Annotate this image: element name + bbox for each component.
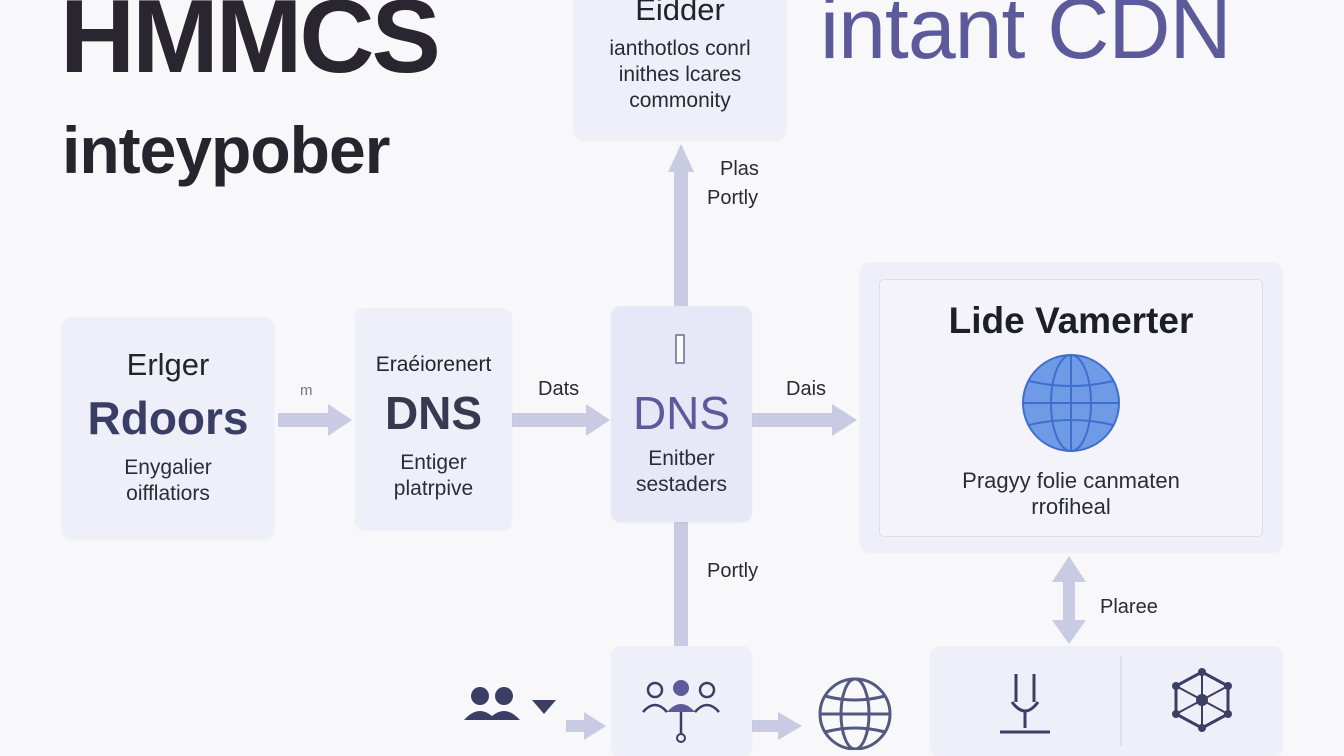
diagram-title-right: intant CDN: [820, 0, 1232, 77]
arrow-up-label-1: Plas: [720, 158, 759, 180]
arrow-up-label-2: Portly: [707, 187, 759, 209]
node-right[interactable]: Lide Vamerter Pragyy folie canmaten rrof…: [860, 262, 1282, 552]
node-left-heading: Erlger: [126, 347, 210, 382]
node-dns-2-line: sestaders: [635, 473, 728, 496]
arrow-dns-label: Dats: [538, 378, 580, 400]
node-dns-2-big: DNS: [632, 387, 731, 439]
arrow-right-vertical-label: Plaree: [1100, 596, 1158, 618]
node-dns-1[interactable]: Eraéiorenert DNS Entiger platrpive: [355, 308, 512, 530]
node-bottom-right[interactable]: [930, 646, 1283, 756]
doc-icon: [675, 334, 685, 364]
node-right-line: Pragyy folie canmaten: [962, 468, 1180, 493]
node-left-big: Rdoors: [87, 392, 249, 444]
node-dns-1-big: DNS: [384, 387, 483, 439]
node-dns-1-line: Entiger: [400, 451, 467, 474]
globe-outline-icon: [818, 677, 892, 750]
node-left-line: Enygalier: [124, 456, 212, 479]
line-down-connector: [674, 522, 688, 646]
node-right-body: Pragyy folie canmaten rrofiheal: [860, 468, 1282, 520]
node-right-line: rrofiheal: [1031, 494, 1111, 519]
arrow-dns2-label: Dais: [786, 378, 827, 400]
arrow-dns2-to-right: [752, 404, 857, 436]
diagram-title: HMMCS: [60, 0, 441, 95]
node-right-title: Lide Vamerter: [948, 300, 1194, 341]
node-top-line: commonity: [629, 89, 731, 112]
arrow-down-label: Portly: [707, 560, 759, 582]
arrow-bottom-right: [752, 712, 802, 740]
node-left-body: Enygalier oifflatiors: [62, 455, 274, 507]
node-bottom-team[interactable]: [611, 646, 752, 756]
service-icon: [1000, 674, 1050, 734]
node-top[interactable]: Eidder ianthotlos conrl inithes lcares c…: [574, 0, 786, 140]
node-dns-2-line: Enitber: [648, 447, 715, 470]
arrow-bottom-left: [566, 712, 606, 740]
node-top-title: Eidder: [635, 0, 725, 27]
arrow-left-to-dns: [278, 404, 352, 436]
node-dns-1-body: Entiger platrpive: [355, 450, 512, 502]
arrow-right-bidirectional: [1052, 556, 1086, 644]
node-dns-1-heading: Eraéiorenert: [375, 353, 492, 376]
team-icon: [642, 680, 720, 743]
arrow-up-connector: [668, 144, 694, 308]
node-top-line: inithes lcares: [618, 63, 742, 86]
node-dns-2[interactable]: DNS Enitber sestaders: [611, 306, 752, 522]
node-top-body: ianthotlos conrl inithes lcares commonit…: [574, 36, 786, 114]
node-dns-1-line: platrpive: [393, 477, 474, 500]
node-left[interactable]: Erlger Rdoors Enygalier oifflatiors: [62, 317, 274, 539]
diagram-subtitle: inteypober: [62, 113, 390, 187]
arrow-dns-to-dns2: [512, 404, 610, 436]
node-top-line: ianthotlos conrl: [609, 37, 751, 60]
divider: [1120, 656, 1122, 746]
users-icon: [464, 687, 556, 720]
node-dns-2-body: Enitber sestaders: [611, 446, 752, 498]
node-left-line: oifflatiors: [126, 482, 210, 505]
network-icon: [1172, 668, 1232, 732]
arrow-left-label: m: [300, 382, 313, 399]
globe-icon: [1022, 354, 1120, 452]
